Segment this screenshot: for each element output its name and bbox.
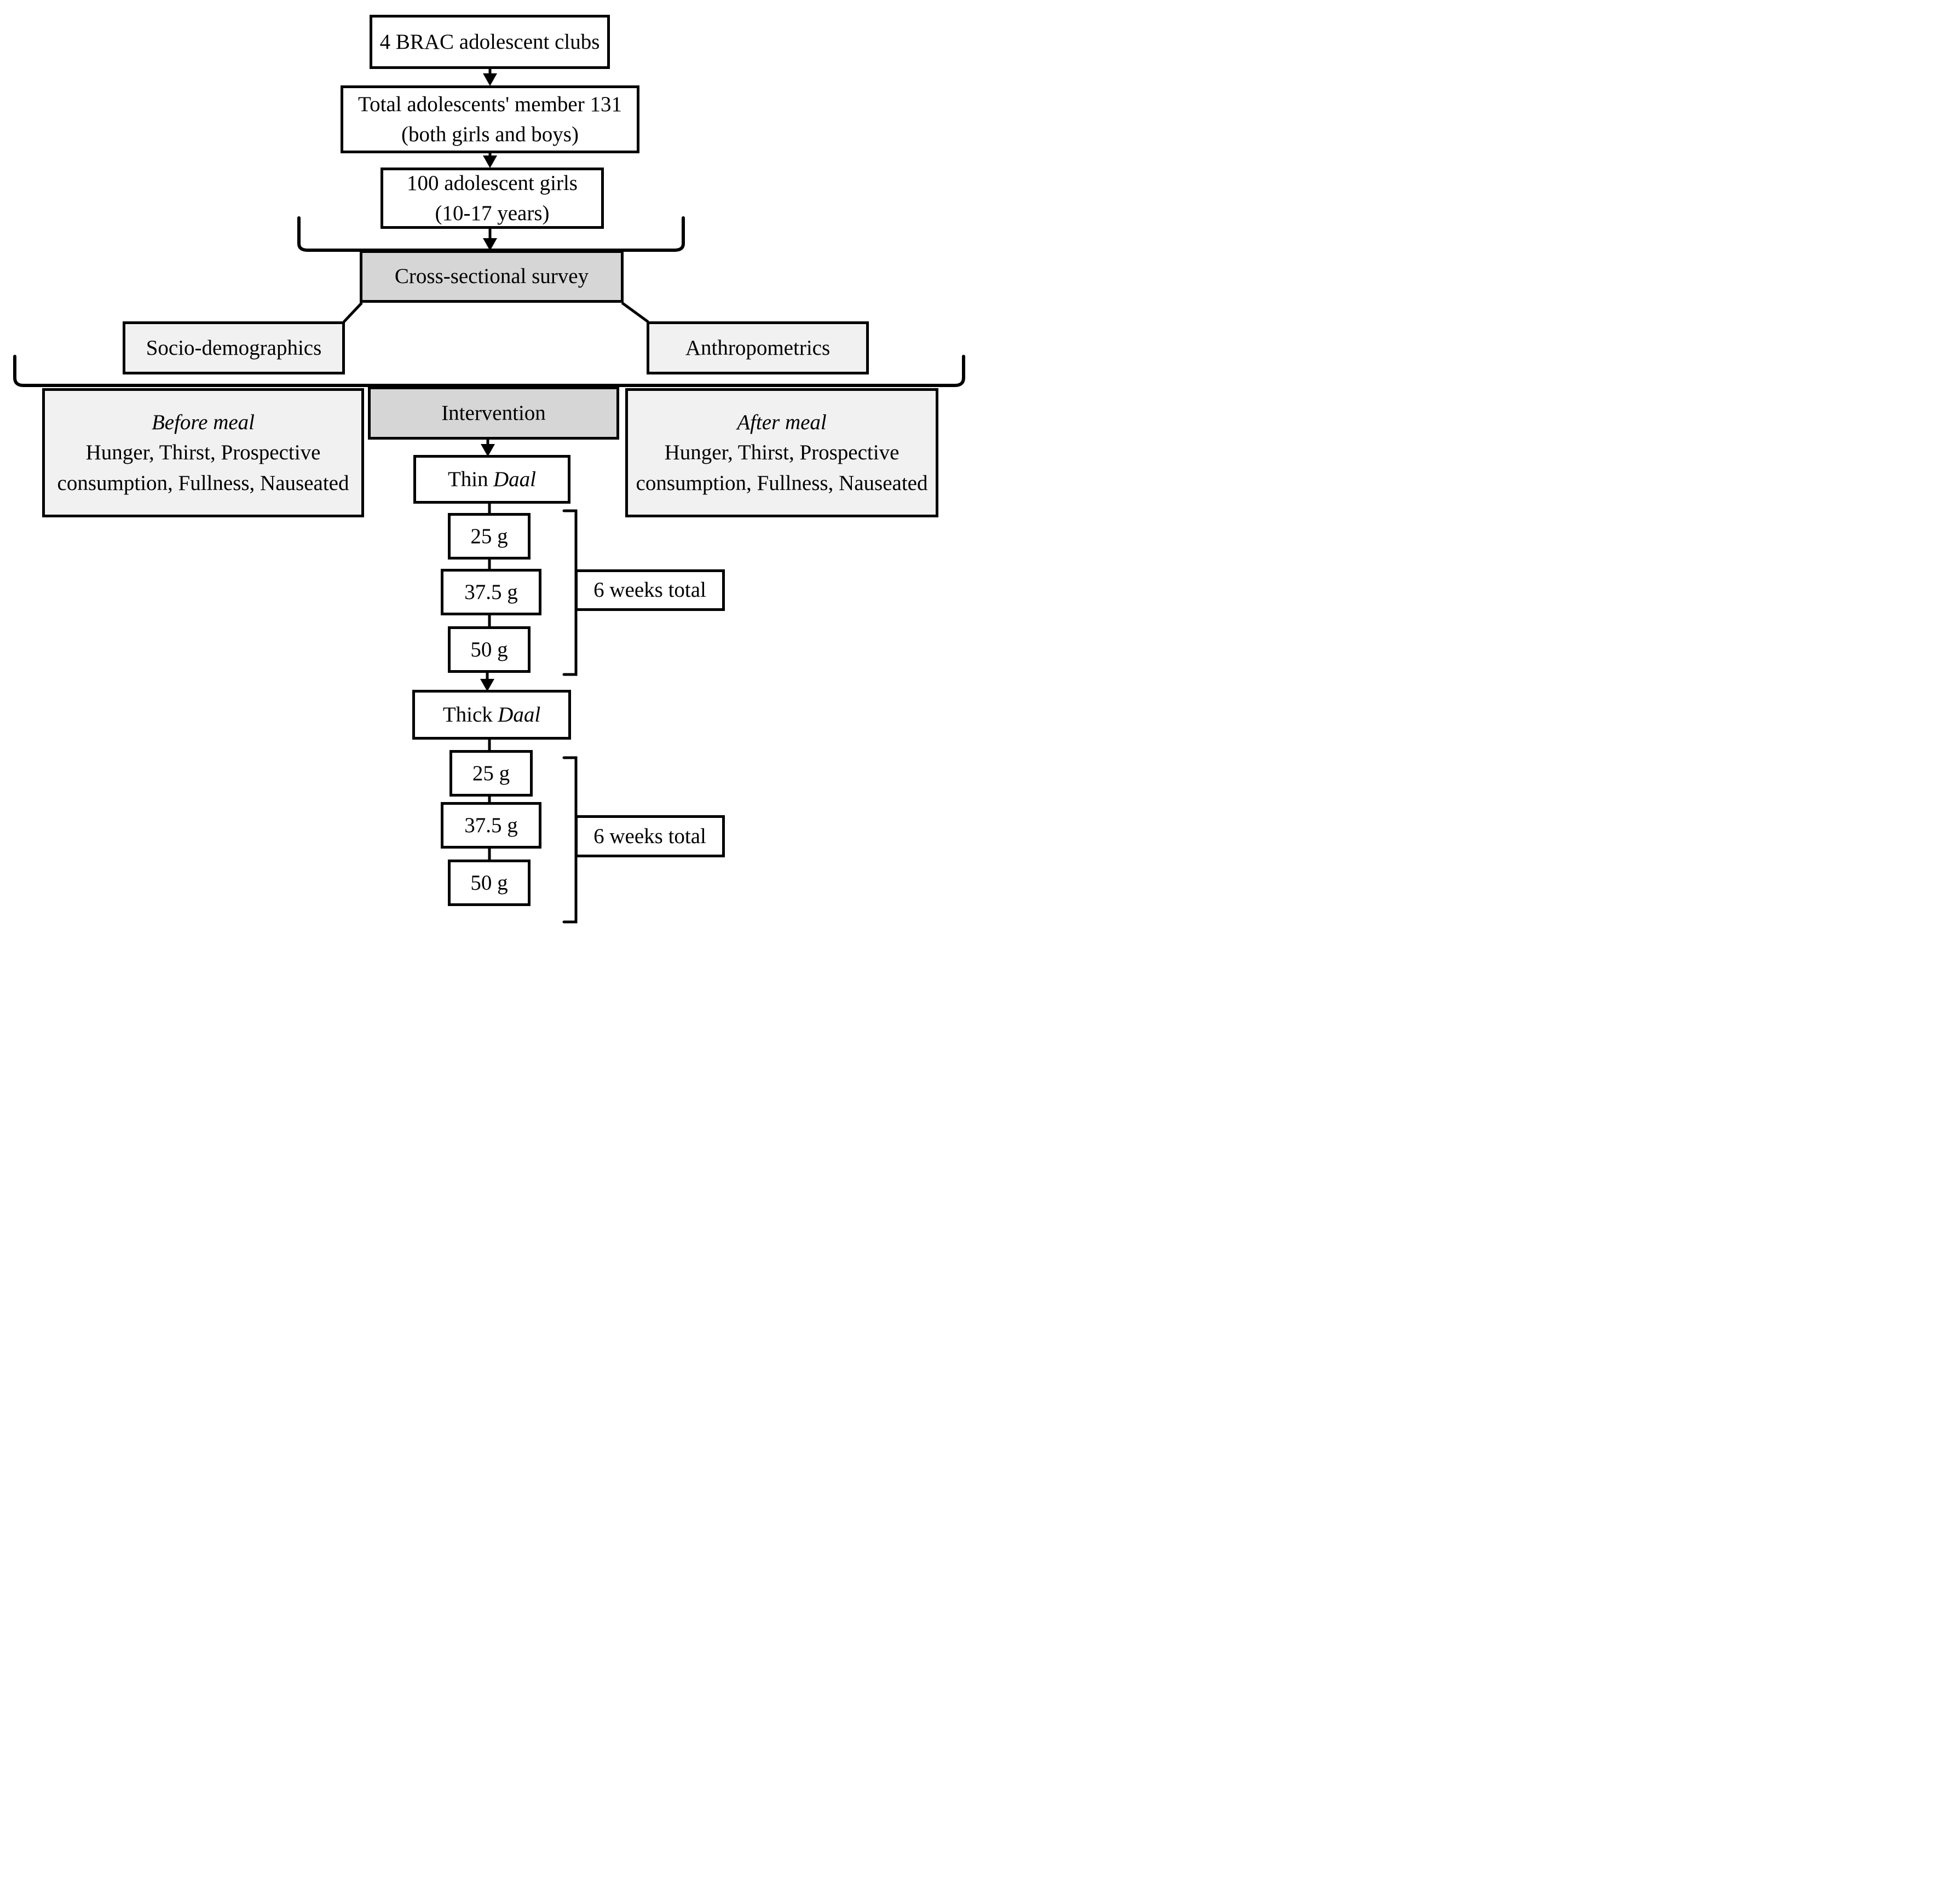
arrow-50-thick-head (480, 679, 494, 691)
after-meal-box: After meal Hunger, Thirst, Prospective c… (625, 388, 938, 517)
before-meal-line2: consumption, Fullness, Nauseated (57, 471, 349, 495)
thin-dose-25-box: 25 g (448, 513, 531, 560)
diagonal-survey-socio (343, 302, 363, 323)
thick-weeks-bracket (562, 756, 578, 924)
before-meal-title: Before meal (151, 410, 255, 434)
arrow-girls-survey-head (483, 238, 497, 251)
arrow-members-girls-head (483, 155, 497, 168)
thin-dose-375-label: 37.5 g (464, 580, 518, 604)
arrow-intervention-thin-head (481, 444, 495, 457)
girls-line1: 100 adolescent girls (407, 171, 578, 195)
flow-diagram-canvas: 4 BRAC adolescent clubs Total adolescent… (0, 0, 980, 940)
intervention-label: Intervention (441, 401, 546, 425)
thick-dose-50-box: 50 g (448, 860, 531, 906)
thick-dose-375-box: 37.5 g (441, 802, 541, 849)
diagonal-survey-anthro (621, 301, 649, 324)
intervention-bracket (13, 355, 965, 387)
socio-label: Socio-demographics (146, 336, 322, 360)
clubs-label: 4 BRAC adolescent clubs (379, 30, 600, 54)
girls-box: 100 adolescent girls (10-17 years) (381, 168, 604, 229)
thin-dose-50-label: 50 g (470, 637, 508, 661)
after-meal-line2: consumption, Fullness, Nauseated (636, 471, 928, 495)
thin-dose-50-box: 50 g (448, 626, 531, 673)
arrow-clubs-members-head (483, 73, 497, 86)
clubs-box: 4 BRAC adolescent clubs (370, 15, 610, 69)
members-line2: (both girls and boys) (401, 123, 579, 146)
thick-dose-50-label: 50 g (470, 870, 508, 895)
after-meal-title: After meal (737, 410, 827, 434)
anthro-box: Anthropometrics (647, 321, 869, 374)
after-meal-line1: Hunger, Thirst, Prospective (664, 441, 900, 465)
intervention-box: Intervention (368, 387, 619, 440)
thick-daal-italic: Daal (498, 702, 541, 726)
anthro-label: Anthropometrics (685, 336, 831, 360)
thin-weeks-label: 6 weeks total (593, 578, 706, 602)
members-box: Total adolescents' member 131 (both girl… (341, 85, 639, 153)
thin-weeks-bracket (562, 509, 578, 676)
thin-dose-25-label: 25 g (470, 524, 508, 548)
thick-weeks-label: 6 weeks total (593, 824, 706, 848)
thick-dose-25-label: 25 g (472, 761, 510, 785)
girls-line2: (10-17 years) (435, 201, 550, 225)
thick-daal-roman: Thick (442, 702, 493, 726)
thin-weeks-box: 6 weeks total (575, 569, 725, 611)
thin-daal-italic: Daal (493, 467, 537, 491)
members-line1: Total adolescents' member 131 (358, 92, 622, 116)
thin-daal-roman: Thin (447, 467, 488, 491)
thin-dose-375-box: 37.5 g (441, 569, 541, 615)
survey-label: Cross-sectional survey (394, 264, 589, 289)
socio-box: Socio-demographics (123, 321, 345, 374)
before-meal-line1: Hunger, Thirst, Prospective (85, 441, 321, 465)
thick-dose-25-box: 25 g (449, 750, 533, 797)
thick-weeks-box: 6 weeks total (575, 815, 725, 857)
survey-box: Cross-sectional survey (360, 250, 624, 303)
before-meal-box: Before meal Hunger, Thirst, Prospective … (42, 388, 364, 517)
thick-dose-375-label: 37.5 g (464, 813, 518, 837)
